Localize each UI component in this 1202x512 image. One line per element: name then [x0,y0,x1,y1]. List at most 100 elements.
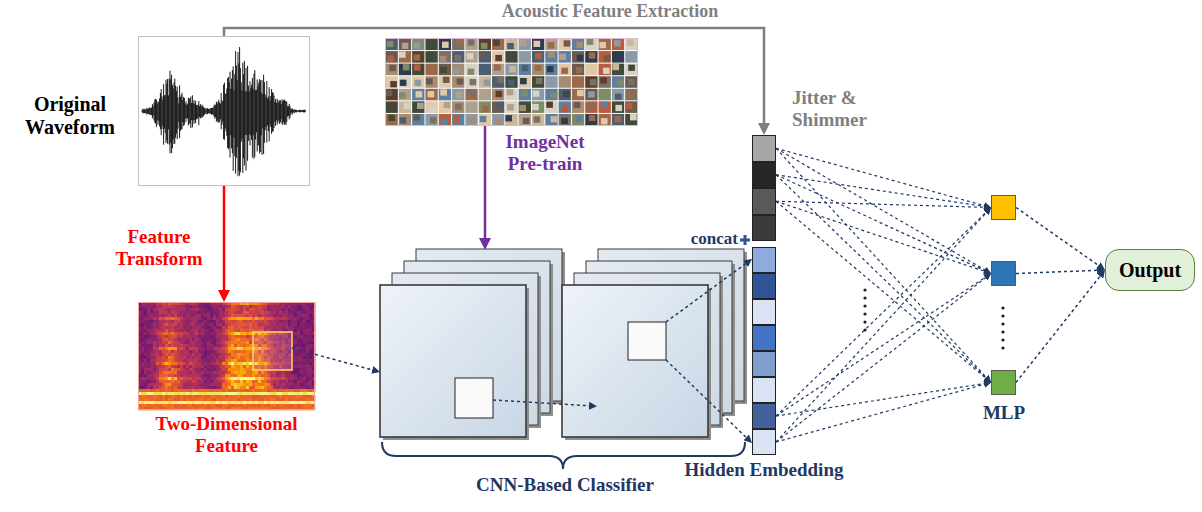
spectrogram-cell [231,341,234,344]
spectrogram-cell [225,377,228,380]
spectrogram-cell [237,362,240,365]
spectrogram-cell [288,383,291,386]
spectrogram-cell [204,380,207,383]
spectrogram-cell [258,308,261,311]
spectrogram-cell [195,335,198,338]
spectrogram-cell [144,305,147,308]
spectrogram-cell [174,341,177,344]
spectrogram-cell [147,386,150,389]
spectrogram-cell [168,338,171,341]
spectrogram-cell [177,335,180,338]
spectrogram-cell [174,338,177,341]
spectrogram-cell [183,329,186,332]
spectrogram-cell [180,371,183,374]
spectrogram-cell [171,347,174,350]
spectrogram-cell [291,386,294,389]
spectrogram-cell [285,314,288,317]
spectrogram-cell [204,398,207,401]
spectrogram-cell [201,380,204,383]
spectrogram-cell [273,398,276,401]
spectrogram-cell [204,377,207,380]
spectrogram-cell [207,389,210,392]
spectrogram-cell [210,314,213,317]
spectrogram-cell [309,329,312,332]
spectrogram-cell [306,392,309,395]
spectrogram-cell [165,374,168,377]
spectrogram-cell [186,353,189,356]
spectrogram-cell [171,320,174,323]
spectrogram-cell [273,317,276,320]
spectrogram-cell [174,329,177,332]
spectrogram-cell [153,353,156,356]
spectrogram-cell [225,374,228,377]
spectrogram-cell [300,392,303,395]
spectrogram-cell [213,314,216,317]
spectrogram-cell [195,305,198,308]
spectrogram-cell [156,383,159,386]
spectrogram-cell [141,347,144,350]
spectrogram-cell [156,398,159,401]
spectrogram-cell [297,380,300,383]
spectrogram-cell [243,395,246,398]
spectrogram-cell [204,359,207,362]
spectrogram-cell [291,323,294,326]
spectrogram-cell [309,398,312,401]
spectrogram-cell [264,392,267,395]
spectrogram-cell [159,317,162,320]
spectrogram-cell [183,371,186,374]
spectrogram-cell [255,389,258,392]
spectrogram-cell [279,395,282,398]
spectrogram-cell [186,350,189,353]
spectrogram-cell [183,383,186,386]
spectrogram-cell [240,383,243,386]
spectrogram-cell [279,305,282,308]
spectrogram-cell [189,356,192,359]
spectrogram-cell [201,347,204,350]
spectrogram-cell [303,374,306,377]
spectrogram-cell [255,380,258,383]
spectrogram-cell [258,323,261,326]
spectrogram-cell [288,377,291,380]
spectrogram-cell [210,386,213,389]
spectrogram-cell [198,371,201,374]
spectrogram-cell [168,362,171,365]
spectrogram-cell [219,314,222,317]
spectrogram-cell [297,341,300,344]
spectrogram-cell [147,374,150,377]
spectrogram-cell [159,386,162,389]
spectrogram-cell [150,332,153,335]
spectrogram-cell [237,305,240,308]
spectrogram-cell [231,389,234,392]
spectrogram-cell [168,383,171,386]
spectrogram-cell [303,368,306,371]
spectrogram-cell [249,374,252,377]
spectrogram-cell [204,341,207,344]
spectrogram-cell [174,365,177,368]
spectrogram-cell [174,374,177,377]
spectrogram-cell [189,383,192,386]
spectrogram-cell [150,359,153,362]
spectrogram-cell [144,341,147,344]
spectrogram-cell [288,305,291,308]
spectrogram-cell [243,338,246,341]
spectrogram-cell [147,317,150,320]
spectrogram-cell [144,323,147,326]
spectrogram-cell [174,377,177,380]
spectrogram-cell [141,383,144,386]
spectrogram-cell [183,335,186,338]
spectrogram-cell [192,398,195,401]
spectrogram-cell [279,401,282,404]
spectrogram-cell [183,395,186,398]
spectrogram-cell [192,332,195,335]
spectrogram-cell [180,323,183,326]
spectrogram-cell [237,323,240,326]
spectrogram-cell [240,380,243,383]
spectrogram-cell [180,326,183,329]
spectrogram-cell [180,365,183,368]
spectrogram-cell [228,335,231,338]
spectrogram-cell [303,353,306,356]
spectrogram-cell [303,359,306,362]
spectrogram-cell [141,338,144,341]
spectrogram-cell [204,347,207,350]
spectrogram-cell [144,365,147,368]
